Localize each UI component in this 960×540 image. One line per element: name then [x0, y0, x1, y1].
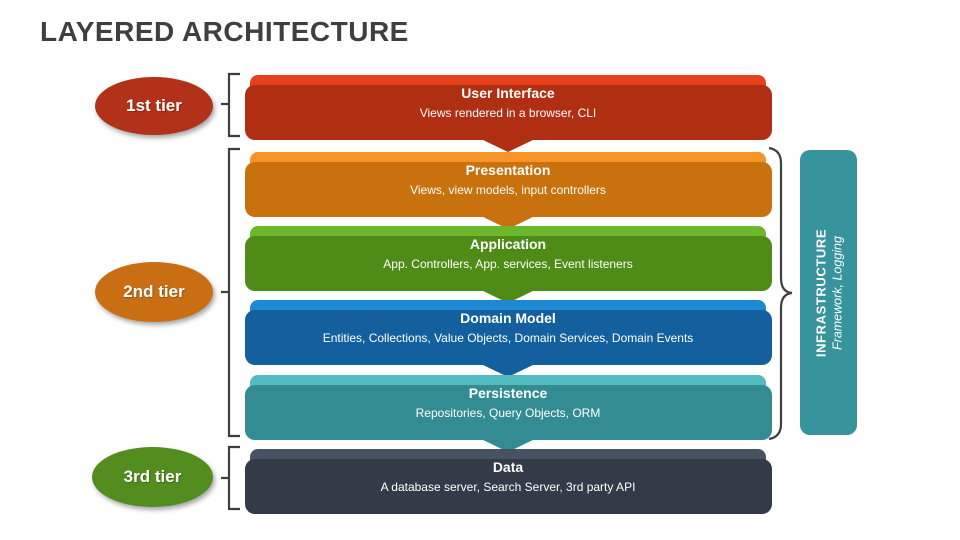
- curly-brace: [768, 146, 793, 441]
- layer-title: Domain Model: [460, 310, 556, 326]
- infrastructure-title: INFRASTRUCTURE: [813, 228, 828, 357]
- layer-subtitle: Views rendered in a browser, CLI: [419, 106, 597, 120]
- layer-subtitle: Views, view models, input controllers: [410, 183, 606, 197]
- bracket-tier3: [221, 445, 240, 511]
- layer-data: Data A database server, Search Server, 3…: [245, 449, 772, 514]
- layer-title: Data: [492, 459, 524, 475]
- layer-domain-model: Domain Model Entities, Collections, Valu…: [245, 300, 772, 377]
- arrow-down-icon: [481, 364, 535, 377]
- tier-label: 2nd tier: [123, 282, 185, 301]
- infrastructure-bar: INFRASTRUCTURE Framework, Logging: [800, 150, 857, 435]
- layer-title: Application: [469, 236, 547, 252]
- bracket-tier2: [221, 147, 240, 438]
- arrow-down-icon: [481, 139, 535, 152]
- layer-presentation: Presentation Views, view models, input c…: [245, 152, 772, 229]
- layer-subtitle: Repositories, Query Objects, ORM: [415, 406, 601, 420]
- tier-label: 3rd tier: [123, 467, 182, 486]
- tier-ellipse-1st: 1st tier: [95, 77, 213, 135]
- tier-ellipse-2nd: 2nd tier: [95, 262, 213, 322]
- arrow-down-icon: [481, 290, 535, 303]
- layer-title: Persistence: [468, 385, 548, 401]
- layer-title: User Interface: [461, 85, 555, 101]
- tier-label: 1st tier: [126, 96, 182, 115]
- layer-subtitle: App. Controllers, App. services, Event l…: [383, 257, 633, 271]
- layer-user-interface: User Interface Views rendered in a brows…: [245, 75, 772, 152]
- tier-ellipse-3rd: 3rd tier: [92, 447, 213, 507]
- bracket-tier1: [221, 72, 240, 138]
- layer-application: Application App. Controllers, App. servi…: [245, 226, 772, 303]
- arrow-down-icon: [481, 439, 535, 452]
- infrastructure-text: INFRASTRUCTURE Framework, Logging: [812, 228, 845, 356]
- layer-title: Presentation: [465, 162, 551, 178]
- page-title: LAYERED ARCHITECTURE: [40, 16, 409, 47]
- layer-subtitle: Entities, Collections, Value Objects, Do…: [322, 331, 694, 345]
- arrow-down-icon: [481, 216, 535, 229]
- infrastructure-subtitle: Framework, Logging: [830, 235, 844, 350]
- layer-persistence: Persistence Repositories, Query Objects,…: [245, 375, 772, 452]
- layer-subtitle: A database server, Search Server, 3rd pa…: [380, 480, 636, 494]
